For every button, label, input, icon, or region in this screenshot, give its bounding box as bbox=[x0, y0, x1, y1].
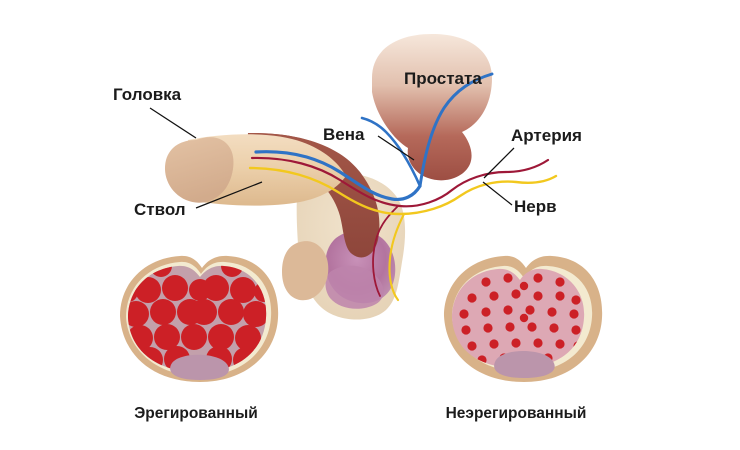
shaft-leader-line bbox=[195, 181, 263, 209]
vein-line bbox=[254, 150, 422, 202]
erect-corpora bbox=[128, 265, 267, 372]
nerve-leader-line bbox=[482, 181, 513, 206]
nerve-line bbox=[248, 166, 558, 216]
artery-leader-line bbox=[483, 147, 515, 179]
leader-lines bbox=[149, 107, 515, 209]
label-artery: Артерия bbox=[511, 126, 582, 145]
artery-line bbox=[250, 156, 550, 208]
label-nerve: Нерв bbox=[514, 197, 557, 216]
corpus-crus-band bbox=[248, 132, 380, 258]
prostate-shape bbox=[372, 34, 492, 181]
vein-leader-line bbox=[377, 135, 415, 161]
cross-section-erect: Эрегированный bbox=[120, 255, 279, 422]
label-prostate: Простата bbox=[404, 69, 482, 88]
vessel-group bbox=[248, 72, 558, 302]
label-shaft: Ствол bbox=[134, 200, 186, 219]
glans-leader-line bbox=[149, 107, 197, 139]
vein-branch-left bbox=[360, 116, 422, 188]
label-glans: Головка bbox=[113, 85, 182, 104]
glans-shape bbox=[164, 137, 234, 203]
vein-branch-upper bbox=[418, 72, 494, 188]
crus-end bbox=[282, 241, 329, 301]
cross-section-flaccid: Неэрегированный bbox=[444, 255, 603, 422]
label-vein: Вена bbox=[323, 125, 365, 144]
bulb-lobe-lower bbox=[325, 265, 384, 309]
flaccid-urethra bbox=[494, 351, 555, 378]
erect-sinusoids bbox=[128, 265, 267, 372]
caption-flaccid: Неэрегированный bbox=[446, 405, 587, 422]
label-group: Головка Ствол Вена Простата Артерия Нерв bbox=[113, 69, 582, 219]
erect-urethra bbox=[170, 354, 229, 380]
caption-erect: Эрегированный bbox=[134, 405, 257, 422]
nerve-descending bbox=[388, 212, 406, 302]
central-anatomy bbox=[164, 34, 558, 320]
